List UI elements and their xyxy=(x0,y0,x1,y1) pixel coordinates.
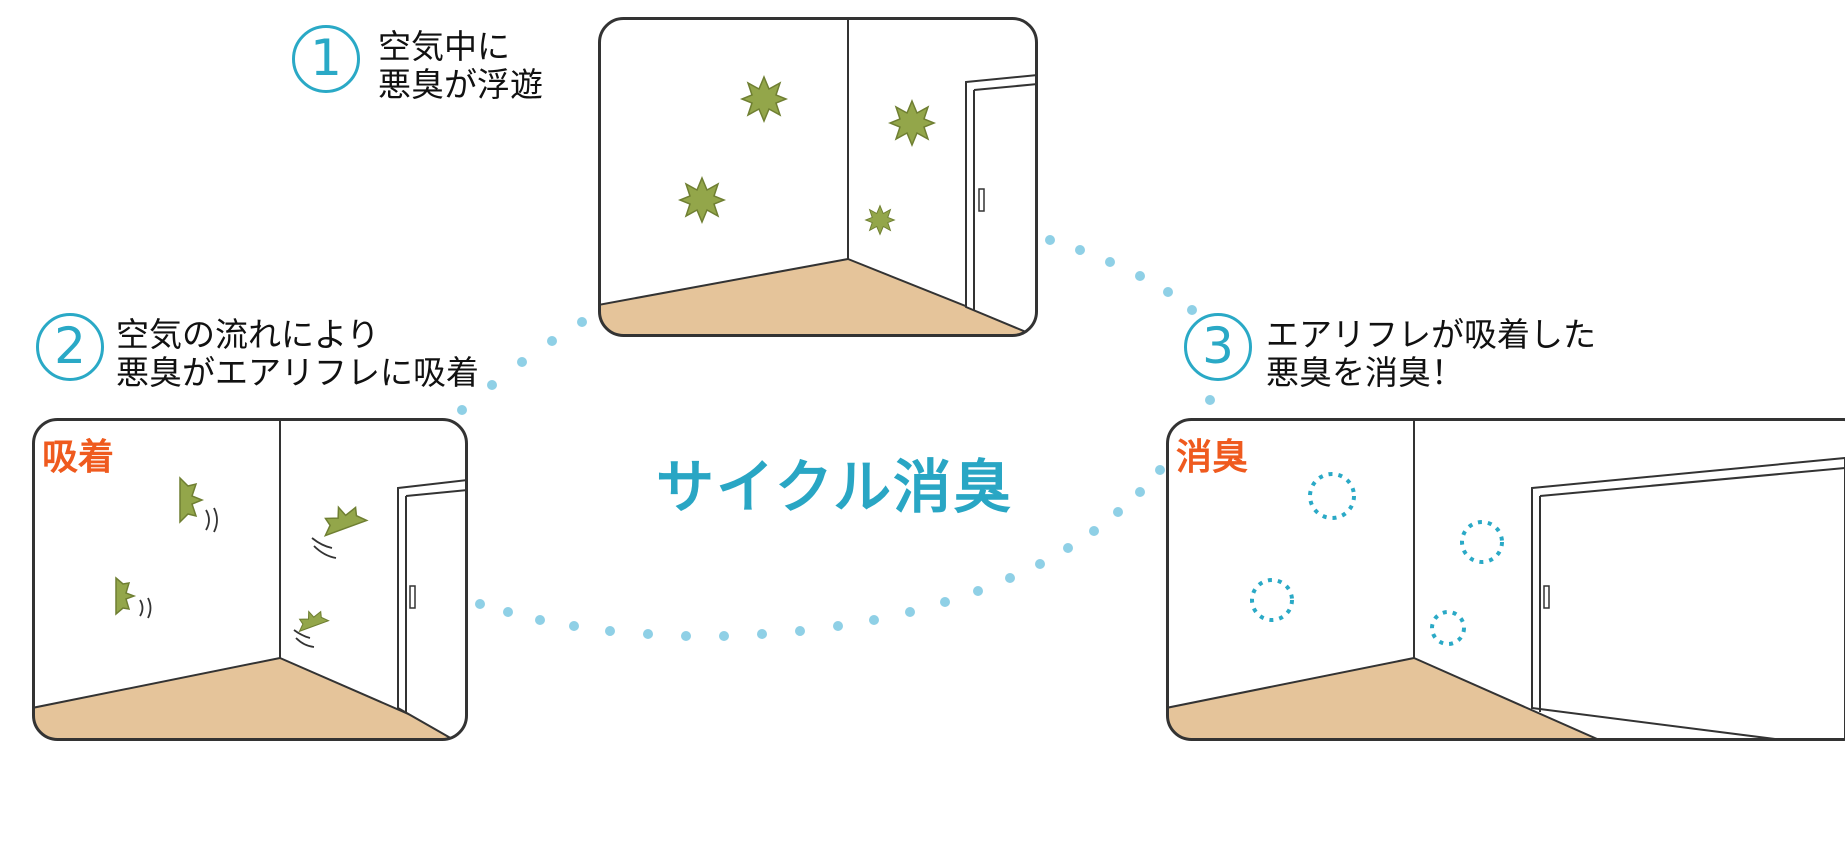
step-2-number-badge: 2 xyxy=(36,313,104,381)
odor-particle xyxy=(677,75,937,236)
step-1-text: 空気中に 悪臭が浮遊 xyxy=(378,27,543,104)
room-3-illustration xyxy=(1166,418,1845,741)
room-2-illustration xyxy=(32,418,468,741)
step-3-number-badge: 3 xyxy=(1184,313,1252,381)
step-3-text: エアリフレが吸着した 悪臭を消臭！ xyxy=(1266,315,1596,392)
room-3-label: 消臭 xyxy=(1176,437,1249,478)
step-2-text: 空気の流れにより 悪臭がエアリフレに吸着 xyxy=(116,315,479,392)
room-2-label: 吸着 xyxy=(42,437,115,478)
room-1-illustration xyxy=(598,17,1038,337)
diagram-title: サイクル消臭 xyxy=(656,453,1014,521)
step-1-number-badge: 1 xyxy=(292,25,360,93)
